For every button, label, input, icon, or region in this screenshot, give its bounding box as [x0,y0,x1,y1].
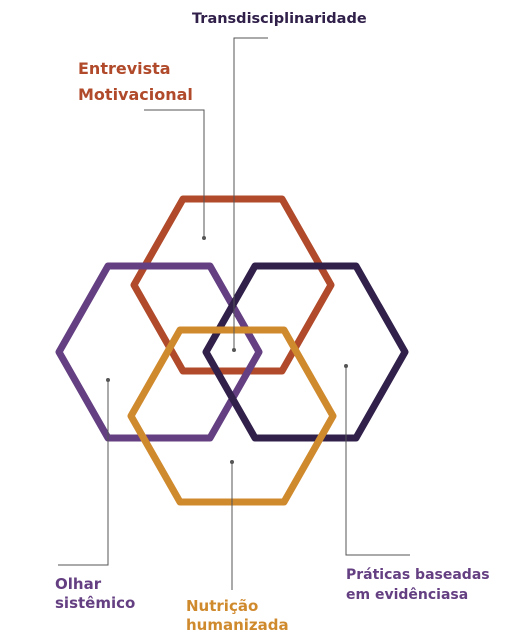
hexagon-olhar-sistemico [55,262,263,442]
leader-dot-nutricao [230,460,234,464]
leader-line-praticas [345,366,410,556]
label-olhar-line2: sistêmico [55,594,135,612]
leader-line-entrevista [144,109,205,238]
label-transdisciplinaridade: Transdisciplinaridade [192,11,367,27]
leader-line-transdisciplinaridade [233,37,268,350]
label-nutricao-line1: Nutrição [186,597,258,615]
label-praticas-line1: Práticas baseadas [346,567,490,583]
label-entrevista-line1: Entrevista [78,59,171,78]
leader-dot-transdisciplinaridade [232,348,236,352]
label-nutricao-line2: humanizada [186,616,289,634]
hexagon-nutricao-humanizada [127,326,337,506]
label-praticas-line2: em evidênciasa [346,587,468,603]
leader-dot-entrevista [202,236,206,240]
hexagon-entrevista-motivacional [130,195,335,375]
leader-line-olhar [58,380,109,566]
hexagon-praticas-baseadas [202,262,409,442]
leader-dot-praticas [344,364,348,368]
label-entrevista-line2: Motivacional [78,85,193,104]
leader-dot-olhar [106,378,110,382]
label-olhar-line1: Olhar [55,575,102,593]
